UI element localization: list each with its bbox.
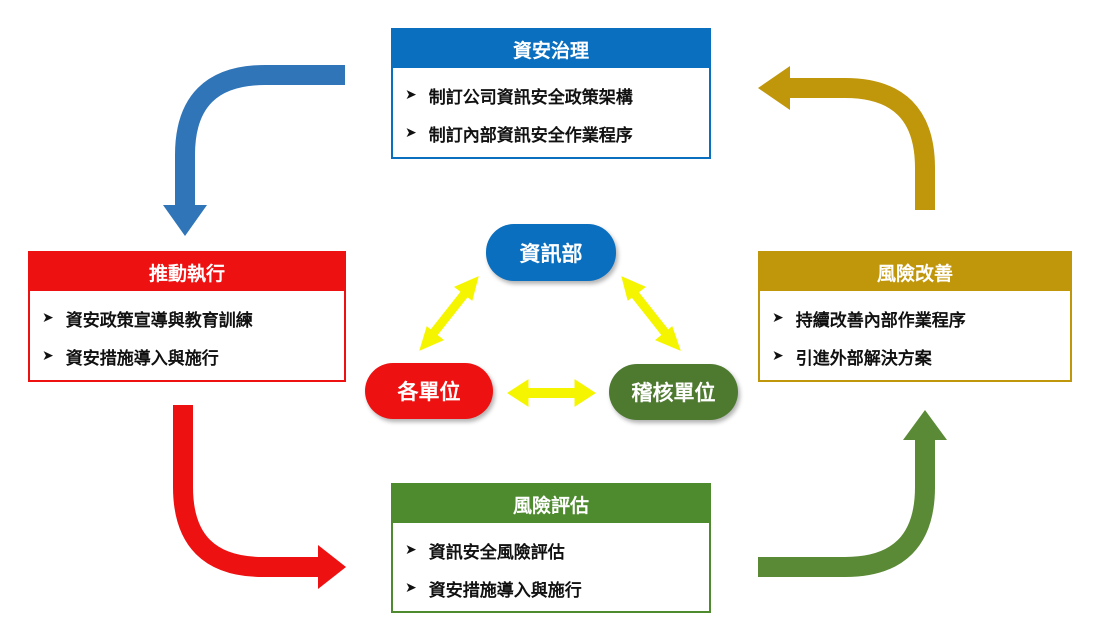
arrow-bullet-icon: ➤: [772, 348, 784, 364]
governance-box: 資安治理 ➤制訂公司資訊安全政策架構 ➤制訂內部資訊安全作業程序: [391, 28, 711, 159]
arrow-units-audit: [507, 379, 596, 407]
execution-box: 推動執行 ➤資安政策宣導與教育訓練 ➤資安措施導入與施行: [28, 251, 346, 382]
improvement-title: 風險改善: [760, 253, 1070, 291]
blue-cycle-arrow: [163, 65, 345, 236]
it-department-pill: 資訊部: [486, 224, 616, 281]
audit-unit-pill: 稽核單位: [609, 364, 738, 420]
units-pill: 各單位: [365, 363, 493, 419]
governance-title: 資安治理: [393, 30, 709, 68]
list-item: ➤資安措施導入與施行: [405, 580, 582, 601]
arrow-bullet-icon: ➤: [772, 310, 784, 326]
arrow-it-units: [419, 276, 479, 351]
yellow-double-arrows: [419, 276, 681, 407]
assessment-title: 風險評估: [393, 485, 709, 523]
arrow-bullet-icon: ➤: [42, 310, 54, 326]
arrow-bullet-icon: ➤: [405, 580, 417, 596]
improvement-box: 風險改善 ➤持續改善內部作業程序 ➤引進外部解決方案: [758, 251, 1072, 382]
list-item: ➤制訂內部資訊安全作業程序: [405, 125, 633, 146]
list-item: ➤制訂公司資訊安全政策架構: [405, 87, 633, 108]
list-item: ➤資安政策宣導與教育訓練: [42, 310, 253, 331]
assessment-box: 風險評估 ➤資訊安全風險評估 ➤資安措施導入與施行: [391, 483, 711, 613]
arrow-bullet-icon: ➤: [405, 125, 417, 141]
list-item: ➤資安措施導入與施行: [42, 348, 219, 369]
list-item: ➤引進外部解決方案: [772, 348, 932, 369]
list-item: ➤持續改善內部作業程序: [772, 310, 966, 331]
gold-cycle-arrow: [758, 66, 935, 210]
list-item: ➤資訊安全風險評估: [405, 542, 565, 563]
arrow-bullet-icon: ➤: [405, 542, 417, 558]
arrow-bullet-icon: ➤: [42, 348, 54, 364]
red-cycle-arrow: [173, 405, 346, 589]
arrow-it-audit: [621, 276, 681, 351]
arrow-bullet-icon: ➤: [405, 87, 417, 103]
execution-title: 推動執行: [30, 253, 344, 291]
green-cycle-arrow: [758, 410, 947, 577]
